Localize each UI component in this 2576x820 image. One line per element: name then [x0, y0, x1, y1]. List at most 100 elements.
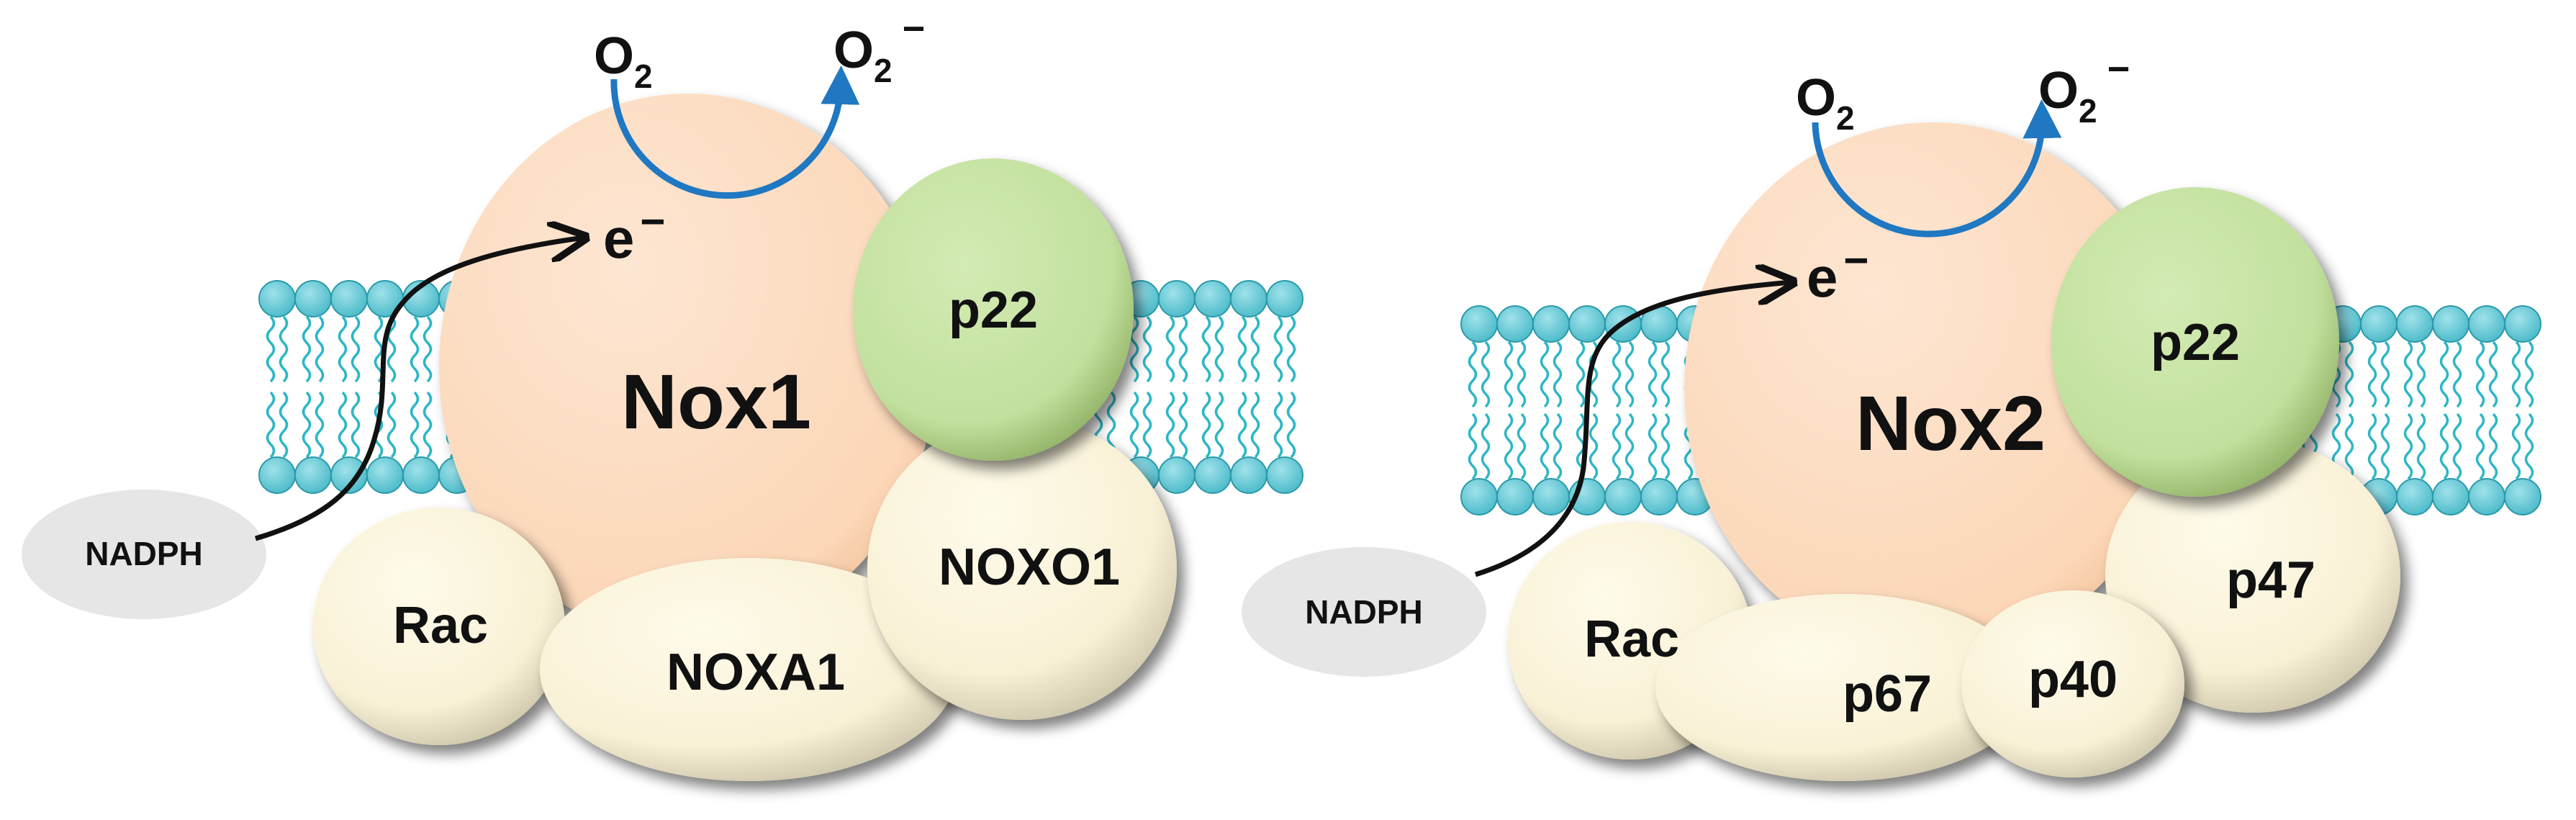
lipid-head [1532, 478, 1570, 515]
lipid-tail [302, 315, 312, 383]
lipid-tail [338, 315, 348, 383]
rac-subunit-left [313, 508, 565, 745]
lipid-head [2468, 305, 2505, 343]
lipid-tail [2439, 341, 2449, 408]
electron-label-right: e− [1807, 236, 1868, 309]
lipid-tail [1273, 391, 1283, 459]
lipid-tail [1142, 315, 1152, 383]
lipid-tail [2439, 413, 2449, 480]
lipid-tail [1504, 413, 1514, 480]
lipid-head [2504, 305, 2541, 343]
lipid-tail [2380, 413, 2390, 480]
lipid-tail [387, 391, 397, 459]
lipid-tail [2511, 413, 2521, 480]
lipid-tail [1201, 315, 1211, 383]
lipid-head [294, 456, 332, 494]
lipid-head [2504, 478, 2541, 515]
lipid-head [1460, 305, 1498, 343]
noxo1-label: NOXO1 [939, 539, 1120, 596]
lipid-head [1496, 478, 1534, 515]
nox2-label: Nox2 [1856, 379, 2046, 467]
lipid-tail [1178, 391, 1188, 459]
lipid-tail [1250, 315, 1260, 383]
lipid-tail [2475, 341, 2485, 408]
lipid-tail [1540, 413, 1550, 480]
lipid-tail [1481, 413, 1491, 480]
rac-label-left: Rac [393, 597, 488, 654]
nadph-oval-left [22, 490, 266, 619]
lipid-tail [279, 391, 289, 459]
p22-subunit-right [2051, 187, 2339, 497]
lipid-head [2432, 478, 2469, 515]
lipid-tail [266, 391, 276, 459]
lipid-tail [1468, 341, 1478, 408]
nadph-oval-right [1242, 547, 1486, 677]
lipid-head [1230, 456, 1267, 494]
lipid-tail [2367, 413, 2377, 480]
lipid-tail [1273, 315, 1283, 383]
superoxide-label-right: O2− [2038, 48, 2130, 130]
p22-label-right: p22 [2151, 314, 2240, 371]
lipid-tail [302, 391, 312, 459]
lipid-tail [351, 315, 361, 383]
lipid-head [258, 280, 296, 317]
lipid-tail [387, 315, 397, 383]
lipid-tail [2367, 341, 2377, 408]
lipid-tail [1468, 413, 1478, 480]
lipid-tail [1517, 341, 1527, 408]
nadph-electron-arrow-left [255, 238, 584, 541]
lipid-tail [1624, 413, 1635, 480]
lipid-head [1266, 280, 1303, 317]
lipid-tail [2452, 413, 2462, 480]
svg-text:O2: O2 [594, 27, 653, 95]
svg-text:O2−: O2− [2038, 48, 2130, 130]
p22-subunit-left [853, 158, 1134, 461]
lipid-head [1194, 456, 1231, 494]
lipid-tail [2452, 341, 2462, 408]
o2-label-right: O2 [1796, 69, 1855, 137]
svg-text:e−: e− [603, 197, 665, 270]
lipid-tail [338, 391, 348, 459]
svg-text:e−: e− [1807, 236, 1868, 309]
lipid-head [1194, 280, 1231, 317]
p47-subunit [2105, 439, 2400, 713]
o2-label-left: O2 [594, 27, 653, 95]
lipid-tail [1540, 341, 1550, 408]
p40-label: p40 [2028, 651, 2118, 708]
lipid-head [1266, 456, 1303, 494]
lipid-tail [2524, 341, 2534, 408]
lipid-tail [1129, 391, 1139, 459]
lipid-tail [1660, 413, 1671, 480]
lipid-tail [2416, 413, 2426, 480]
lipid-head [1158, 280, 1196, 317]
lipid-tail [1553, 341, 1563, 408]
lipid-tail [1106, 391, 1116, 459]
lipid-tail [1178, 315, 1188, 383]
nox1-label: Nox1 [621, 358, 811, 445]
lipid-tail [1612, 413, 1622, 480]
lipid-tail [1214, 315, 1224, 383]
lipid-head [258, 456, 296, 494]
rac-label-right: Rac [1584, 611, 1679, 668]
lipid-tail [315, 391, 325, 459]
lipid-tail [1648, 341, 1658, 408]
lipid-tail [1286, 315, 1296, 383]
lipid-tail [410, 391, 420, 459]
lipid-tail [279, 315, 289, 383]
lipid-tail [1165, 315, 1175, 383]
lipid-tail [1660, 341, 1671, 408]
lipid-tail [2488, 413, 2498, 480]
lipid-tail [2488, 341, 2498, 408]
lipid-tail [2475, 413, 2485, 480]
p22-label-left: p22 [949, 281, 1038, 339]
p67-subunit [1655, 594, 2030, 781]
lipid-head [1568, 305, 1606, 343]
lipid-head [2432, 305, 2469, 343]
lipid-tail [2403, 341, 2413, 408]
lipid-tail [410, 315, 420, 383]
lipid-tail [1250, 391, 1260, 459]
lipid-tail [1624, 341, 1635, 408]
lipid-tail [2380, 341, 2390, 408]
lipid-tail [1214, 391, 1224, 459]
